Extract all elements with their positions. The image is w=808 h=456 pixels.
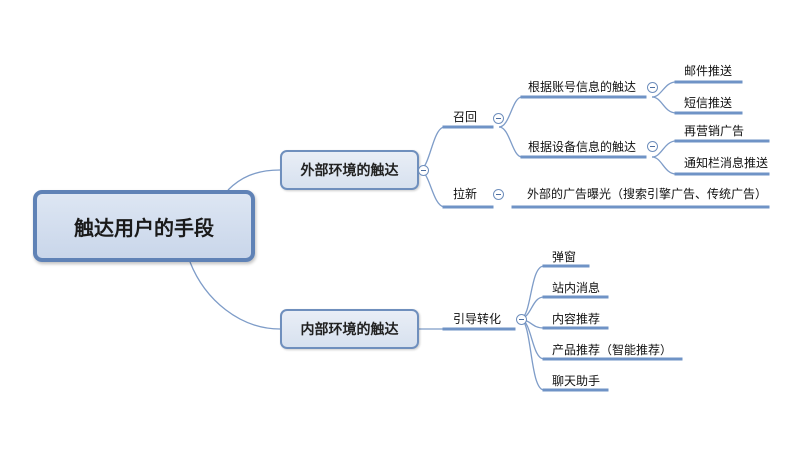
connector-account-email [651,81,677,98]
leaf-notification-push[interactable]: 通知栏消息推送 [684,156,769,170]
leaf-product-recommend[interactable]: 产品推荐（智能推荐） [552,343,673,357]
connector-device-remarketing [651,140,677,158]
node-guide-conversion[interactable]: 引导转化 [453,312,502,326]
leaf-popup[interactable]: 弹窗 [552,250,577,264]
leaf-email-push[interactable]: 邮件推送 [684,64,733,78]
connector-external-recall [418,126,445,171]
connector-recall-device [498,126,523,158]
collapse-account-icon[interactable] [647,82,658,93]
branch-internal[interactable]: 内部环境的触达 [280,309,419,349]
collapse-guide-icon[interactable] [516,314,527,325]
node-account-reach[interactable]: 根据账号信息的触达 [528,80,637,94]
connector-guide-chat [520,318,545,391]
connector-guide-popup [520,265,545,320]
node-device-reach[interactable]: 根据设备信息的触达 [528,140,637,154]
connector-root-internal [189,261,281,330]
collapse-acquire-icon[interactable] [493,189,504,200]
connector-root-external [227,169,281,191]
node-external-ads[interactable]: 外部的广告曝光（搜索引擎广告、传统广告） [527,187,768,201]
leaf-chat-assistant[interactable]: 聊天助手 [552,374,601,388]
leaf-remarketing-ads[interactable]: 再营销广告 [684,124,745,138]
node-acquire[interactable]: 拉新 [453,187,478,201]
connector-account-sms [651,96,677,114]
node-recall[interactable]: 召回 [453,110,478,124]
root-node[interactable]: 触达用户的手段 [33,190,255,262]
connector-device-notify [651,156,677,175]
leaf-sms-push[interactable]: 短信推送 [684,96,733,110]
branch-external[interactable]: 外部环境的触达 [280,150,419,190]
collapse-recall-icon[interactable] [493,113,504,124]
collapse-device-icon[interactable] [647,141,658,152]
leaf-site-message[interactable]: 站内消息 [552,281,601,295]
collapse-external-icon[interactable] [418,165,429,176]
leaf-content-recommend[interactable]: 内容推荐 [552,312,601,326]
connector-recall-account [498,96,523,128]
